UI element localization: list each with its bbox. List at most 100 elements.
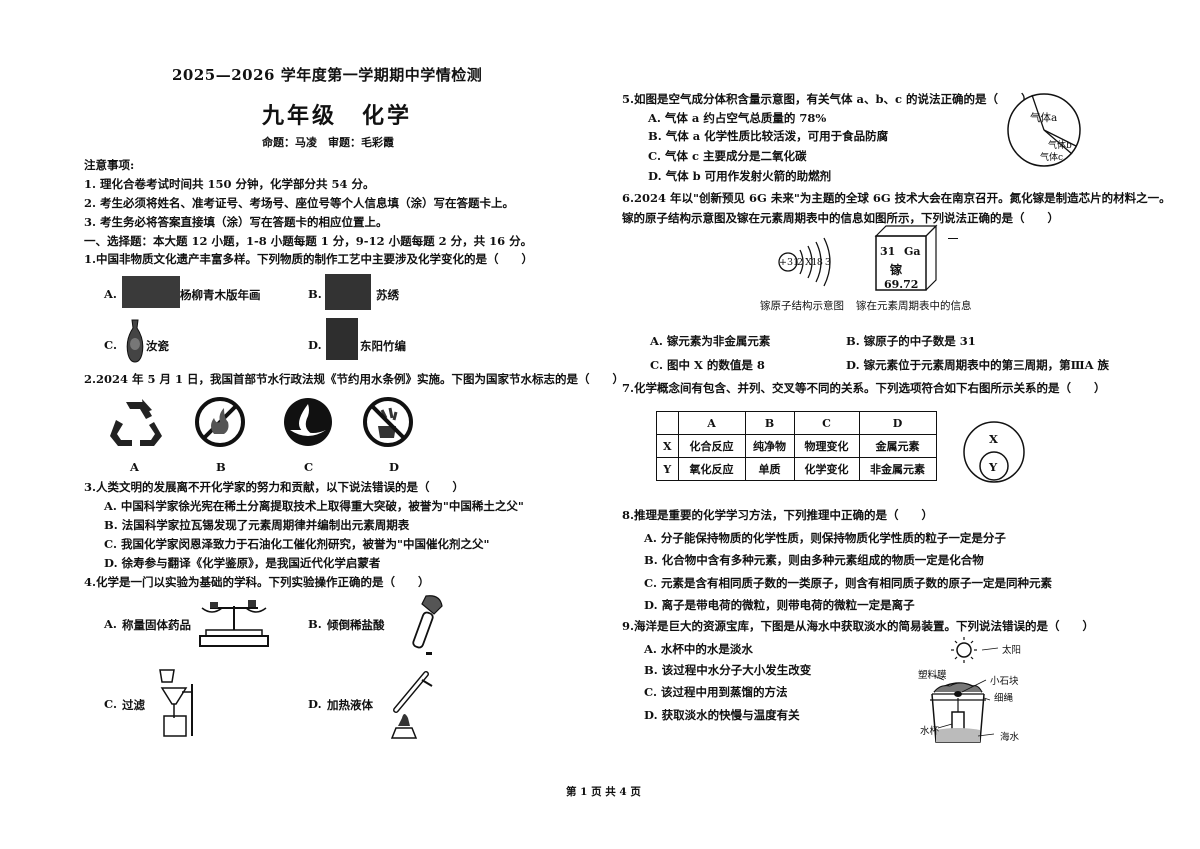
q6-caption-cell: 镓在元素周期表中的信息 [856,300,972,312]
table-cell: D [858,411,937,435]
q9-label-rope: 细绳 [994,693,1014,704]
q2-label-d: D [389,460,399,474]
q6-option: B. 镓原子的中子数是 31 [846,334,976,348]
q1-option-c-vase [126,319,144,363]
q9-option: A. 水杯中的水是淡水 [644,642,753,656]
q9-option: C. 该过程中用到蒸馏的方法 [644,685,788,699]
table-cell: X [656,434,679,458]
table-header-row: A B C D [656,411,937,435]
q1-option-b-letter: B. [308,287,322,301]
question-6-stem-1: 6.2024 年以"创新预见 6G 未来"为主题的全球 6G 技术大会在南京召开… [622,191,1171,205]
q4-option-d-text: 加热液体 [327,698,373,712]
question-5-stem: 5.如图是空气成分体积含量示意图，有关气体 a、b、c 的说法正确的是（ ） [622,92,1033,106]
q6-option: A. 镓元素为非金属元素 [650,334,771,348]
table-cell: 化学变化 [793,457,860,481]
q1-option-a-text: 杨柳青木版年画 [180,288,261,302]
q4-option-c-text: 过滤 [122,698,145,712]
q2-water-drop-icon [284,398,332,446]
q5-pie-label-b: 气体b [1048,141,1072,151]
table-cell: 化合反应 [677,434,746,458]
table-cell: C [793,411,860,435]
q1-option-d-text: 东阳竹编 [360,339,406,353]
q6-cell-symbol: Ga [904,245,921,258]
q6-atom-shells: 2 X18 3 [797,257,831,268]
question-6-stem-2: 镓的原子结构示意图及镓在元素周期表中的信息如图所示，下列说法正确的是（ ） [622,211,1059,225]
q2-no-littering-icon [363,397,413,447]
q4-heating-icon [390,671,433,739]
q8-option: A. 分子能保持物质的化学性质，则保持物质化学性质的粒子一定是分子 [644,531,1006,545]
q5-option: C. 气体 c 主要成分是二氧化碳 [648,149,807,163]
table-cell [656,411,679,435]
q2-label-a: A [130,460,139,474]
question-8-stem: 8.推理是重要的化学学习方法，下列推理中正确的是（ ） [622,508,934,522]
q8-option: B. 化合物中含有多种元素，则由多种元素组成的物质一定是化合物 [644,553,984,567]
q1-option-b-text: 苏绣 [376,288,399,302]
table-cell: B [744,411,795,435]
table-cell: Y [656,457,679,481]
q7-relation-table: A B C D X 化合反应 纯净物 物理变化 金属元素 Y 氧化反应 单质 化… [656,411,937,481]
q1-option-d-image [326,318,358,360]
notes-heading: 注意事项: [84,158,135,172]
q4-filter-icon [159,669,193,737]
q9-option: D. 获取淡水的快慢与温度有关 [644,708,800,722]
q3-option: D. 徐寿参与翻译《化学鉴原》，是我国近代化学启蒙者 [104,556,381,570]
question-3-stem: 3.人类文明的发展离不开化学家的努力和贡献，以下说法错误的是（ ） [84,480,465,494]
note-item: 2. 考生必须将姓名、准考证号、考场号、座位号等个人信息填（涂）写在答题卡上。 [84,196,515,210]
question-1-stem: 1.中国非物质文化遗产丰富多样。下列物质的制作工艺中主要涉及化学变化的是（ ） [84,252,534,266]
question-7-stem: 7.化学概念间有包含、并列、交叉等不同的关系。下列选项符合如下右图所示关系的是（… [622,381,1106,395]
page-footer: 第 1 页 共 4 页 [566,786,641,798]
q2-no-fire-icon [195,397,245,447]
q4-option-b-letter: B. [308,617,322,631]
q1-option-a-image [122,276,180,308]
question-9-stem: 9.海洋是巨大的资源宝库，下图是从海水中获取淡水的简易装置。下列说法错误的是（ … [622,619,1095,633]
q3-option: C. 我国化学家闵恩泽致力于石油化工催化剂研究，被誉为"中国催化剂之父" [104,537,490,551]
question-4-stem: 4.化学是一门以实验为基础的学科。下列实验操作正确的是（ ） [84,575,430,589]
note-item: 1. 理化合卷考试时间共 150 分钟，化学部分共 54 分。 [84,177,375,191]
q6-cell-number: 31 [880,245,896,258]
sun-icon [951,637,977,663]
q6-cell-pointer [948,238,958,239]
q6-option: C. 图中 X 的数值是 8 [650,358,765,372]
table-cell: 氧化反应 [677,457,746,481]
q9-option: B. 该过程中水分子大小发生改变 [644,663,812,677]
table-cell: 非金属元素 [858,457,937,481]
table-cell: A [677,411,746,435]
q5-pie-label-c: 气体c [1040,153,1064,163]
q6-caption-atom: 镓原子结构示意图 [760,300,844,312]
exam-title: 2025—2026 学年度第一学期期中学情检测 [172,66,483,84]
table-row: X 化合反应 纯净物 物理变化 金属元素 [656,434,937,458]
q4-option-b-text: 倾倒稀盐酸 [327,618,385,632]
table-cell: 纯净物 [744,434,795,458]
q2-label-c: C [304,460,314,474]
q5-air-pie-chart [1007,93,1081,167]
q8-option: C. 元素是含有相同质子数的一类原子，则含有相同质子数的原子一定是同种元素 [644,576,1052,590]
q6-option: D. 镓元素位于元素周期表中的第三周期，第ⅢA 族 [846,358,1109,372]
table-row: Y 氧化反应 单质 化学变化 非金属元素 [656,457,937,481]
q1-option-a-letter: A. [104,287,117,301]
q9-label-sun: 太阳 [1002,645,1022,656]
q7-venn-x: X [989,432,998,446]
q9-desalination-diagram [930,637,999,743]
q1-option-c-letter: C. [104,338,117,352]
q6-atom-structure-icon [778,237,831,287]
q4-option-c-letter: C. [104,697,117,711]
exam-authors: 命题：马凌 审题：毛彩霞 [262,136,394,149]
q6-periodic-cell [874,224,938,291]
q5-pie-label-a: 气体a [1030,112,1058,124]
q4-option-a-text: 称量固体药品 [122,618,191,632]
table-cell: 金属元素 [858,434,937,458]
q7-venn-diagram [963,421,1025,483]
q2-recycle-icon [110,399,162,446]
section-heading: 一、选择题：本大题 12 小题，1-8 小题每题 1 分，9-12 小题每题 2… [84,234,533,248]
q4-balance-icon [199,600,269,647]
q1-option-b-image [325,274,371,310]
question-2-stem: 2.2024 年 5 月 1 日，我国首部节水行政法规《节约用水条例》实施。下图… [84,372,625,386]
q5-option: B. 气体 a 化学性质比较活泼，可用于食品防腐 [648,129,889,143]
q3-option: A. 中国科学家徐光宪在稀土分离提取技术上取得重大突破，被誉为"中国稀土之父" [104,499,524,513]
q8-option: D. 离子是带电荷的微粒，则带电荷的微粒一定是离子 [644,598,915,612]
q6-atom-nucleus: +31 [779,257,800,268]
q9-label-film: 塑料膜 [918,670,947,681]
q6-cell-mass: 69.72 [884,278,919,291]
q5-option: D. 气体 b 可用作发射火箭的助燃剂 [648,169,832,183]
table-cell: 物理变化 [793,434,860,458]
